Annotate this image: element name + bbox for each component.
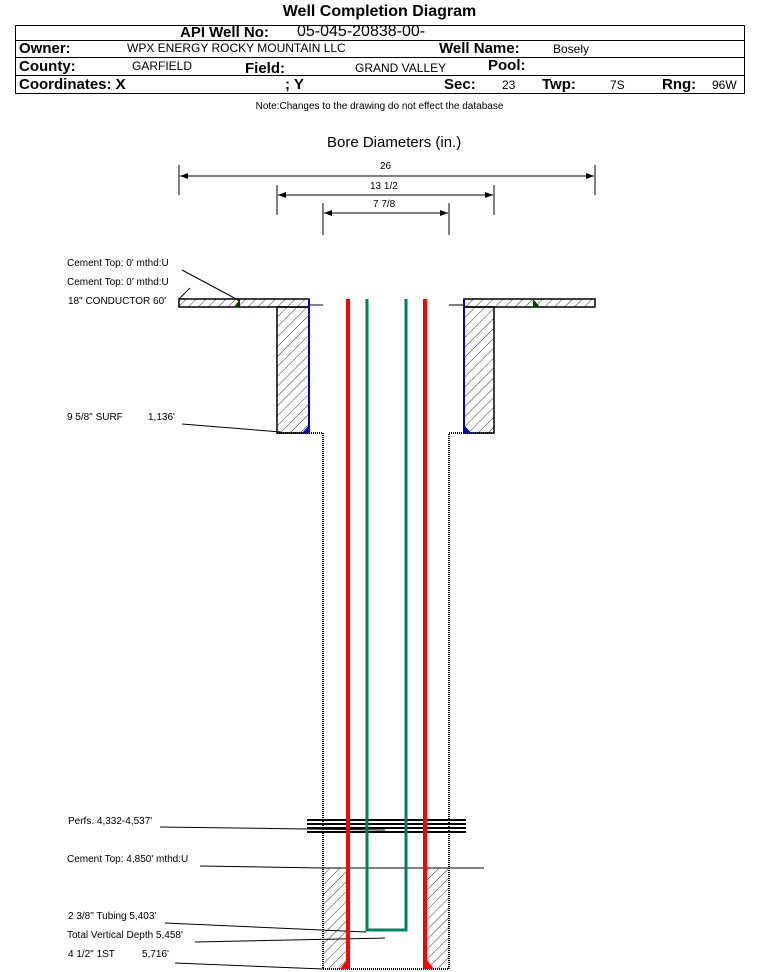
production-casing bbox=[340, 299, 434, 969]
cement-top-label: Cement Top: 0' mthd:U bbox=[67, 258, 169, 269]
cement-top-label: Cement Top: 0' mthd:U bbox=[67, 277, 169, 288]
twp-label: Twp: bbox=[542, 76, 576, 93]
surface-casing-label: 9 5/8" SURF bbox=[67, 412, 123, 423]
divider bbox=[15, 57, 745, 58]
sec-label: Sec: bbox=[444, 76, 476, 93]
tvd-label: Total Vertical Depth 5,458' bbox=[67, 930, 183, 941]
surface-casing-depth: 1,136' bbox=[148, 412, 175, 423]
rng-value: 96W bbox=[712, 78, 737, 92]
api-label: API Well No: bbox=[180, 24, 269, 41]
owner-label: Owner: bbox=[19, 40, 71, 57]
rng-label: Rng: bbox=[662, 76, 697, 93]
perforations bbox=[307, 819, 466, 833]
production-casing-label: 4 1/2" 1ST bbox=[68, 949, 115, 960]
field-label: Field: bbox=[245, 60, 285, 77]
sec-value: 23 bbox=[502, 78, 516, 92]
bore-dimensions bbox=[178, 165, 596, 235]
note: Note:Changes to the drawing do not effec… bbox=[255, 101, 504, 112]
field-value: GRAND VALLEY bbox=[355, 61, 447, 75]
bore-label: 13 1/2 bbox=[370, 181, 398, 192]
leader-lines bbox=[159, 269, 484, 970]
surface-shoe-icon bbox=[302, 425, 471, 433]
well-name-label: Well Name: bbox=[439, 40, 520, 57]
divider bbox=[15, 75, 745, 76]
well-name-value: Bosely bbox=[553, 42, 590, 56]
tubing-label: 2 3/8" Tubing 5,403' bbox=[68, 911, 157, 922]
coord-y-label: ; Y bbox=[285, 76, 304, 93]
page-title: Well Completion Diagram bbox=[282, 3, 477, 20]
owner-value: WPX ENERGY ROCKY MOUNTAIN LLC bbox=[127, 41, 346, 55]
cement-top-label: Cement Top: 4,850' mthd:U bbox=[67, 854, 189, 865]
county-value: GARFIELD bbox=[132, 59, 193, 73]
bore-label: 26 bbox=[380, 161, 392, 172]
perfs-label: Perfs. 4,332-4,537' bbox=[68, 816, 153, 827]
conductor-label: 18" CONDUCTOR 60' bbox=[68, 296, 167, 307]
divider bbox=[15, 40, 745, 41]
county-label: County: bbox=[19, 58, 76, 75]
tubing bbox=[365, 299, 408, 932]
pool-label: Pool: bbox=[488, 57, 526, 74]
bore-label: 7 7/8 bbox=[373, 199, 396, 210]
borehole-wall bbox=[277, 432, 494, 970]
api-value: 05-045-20838-00- bbox=[297, 23, 426, 40]
coord-x-label: Coordinates: X bbox=[19, 76, 126, 93]
cement-hatching bbox=[178, 298, 596, 969]
header-box bbox=[15, 25, 745, 94]
production-casing-depth: 5,716' bbox=[142, 949, 169, 960]
bore-title: Bore Diameters (in.) bbox=[327, 134, 462, 151]
twp-value: 7S bbox=[610, 78, 625, 92]
